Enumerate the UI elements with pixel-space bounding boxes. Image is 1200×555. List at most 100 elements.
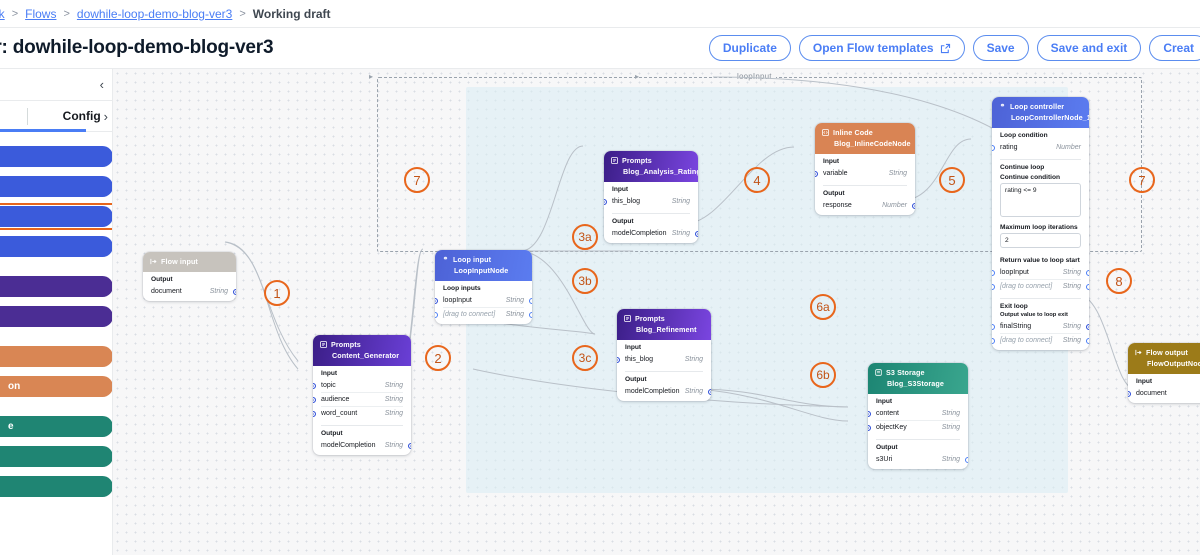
node-row[interactable]: audience String (313, 392, 403, 406)
output-port[interactable] (708, 388, 711, 395)
node-row[interactable]: modelCompletion String (625, 385, 711, 398)
breadcrumb-item-0[interactable]: ock (0, 6, 5, 21)
palette-item-teal-0[interactable]: e (0, 416, 112, 437)
node-row[interactable]: [drag to connect] String (992, 279, 1089, 293)
output-port[interactable] (965, 456, 968, 463)
breadcrumb-item-2[interactable]: dowhile-loop-demo-blog-ver3 (76, 6, 233, 21)
palette-item-blue-3[interactable] (0, 236, 112, 257)
row-name: this_blog (625, 356, 654, 363)
flow-canvas[interactable]: loopInput ▸ ▸ (113, 69, 1200, 555)
flow-output-icon (1135, 349, 1142, 356)
node-section-output: Output modelCompletion String (313, 426, 411, 455)
node-loop-input[interactable]: Loop input LoopInputNode Loop inputs loo… (435, 250, 532, 324)
max-iterations-input[interactable]: 2 (1000, 233, 1081, 248)
output-port[interactable] (1086, 283, 1089, 290)
input-port[interactable] (992, 283, 995, 290)
node-row[interactable]: document S (1128, 387, 1200, 400)
breadcrumb-item-1[interactable]: Flows (25, 6, 57, 21)
input-port[interactable] (868, 410, 871, 417)
input-port[interactable] (313, 410, 316, 417)
output-port[interactable] (1086, 269, 1089, 276)
divider (1000, 159, 1081, 160)
duplicate-button[interactable]: Duplicate (708, 35, 791, 61)
node-flow-input[interactable]: Flow input Output document String (143, 252, 236, 301)
input-port[interactable] (617, 356, 620, 363)
node-row[interactable]: document String (151, 285, 236, 298)
palette-item-blue-2-selected[interactable] (0, 206, 112, 227)
node-row[interactable]: s3Uri String (876, 453, 968, 466)
palette-item-orange-0[interactable] (0, 346, 112, 367)
node-row[interactable]: modelCompletion String (612, 227, 698, 240)
section-label: Input (876, 398, 893, 405)
node-row[interactable]: loopInput String (435, 294, 532, 307)
sidebar-tab-1[interactable]: Config (62, 109, 101, 123)
input-port[interactable] (435, 297, 438, 304)
palette-item-teal-2[interactable] (0, 476, 112, 497)
node-section-max-iterations: Maximum loop iterations 2 (992, 220, 1089, 251)
node-section-output: Output response Number (815, 186, 915, 215)
section-label: Input (1136, 378, 1153, 385)
node-row[interactable]: response Number (823, 199, 915, 212)
node-row[interactable]: finalString String (992, 320, 1089, 333)
node-row[interactable]: objectKey String (868, 420, 960, 434)
output-port[interactable] (912, 202, 915, 209)
node-flow-output[interactable]: Flow output FlowOutputNode Input documen… (1128, 343, 1200, 403)
node-row[interactable]: word_count String (313, 406, 403, 420)
input-port[interactable] (1128, 390, 1131, 397)
step-badge-3a: 3a (572, 224, 598, 250)
node-row[interactable]: this_blog String (604, 195, 690, 208)
input-port[interactable] (435, 311, 438, 318)
sidebar-header: fo ‹ (0, 69, 112, 101)
row-type: String (941, 456, 960, 463)
palette-item-orange-1[interactable]: on (0, 376, 112, 397)
output-port[interactable] (233, 288, 236, 295)
output-port[interactable] (1086, 337, 1089, 344)
save-button[interactable]: Save (972, 35, 1029, 61)
node-section-output: Output document String (143, 272, 236, 301)
chevron-left-icon[interactable]: ‹ (99, 77, 104, 92)
node-blog-refinement[interactable]: Prompts Blog_Refinement Input this_blog … (617, 309, 711, 401)
node-blog-analysis-rating[interactable]: Prompts Blog_Analysis_Rating Input this_… (604, 151, 698, 243)
input-port[interactable] (992, 323, 995, 330)
input-port[interactable] (313, 382, 316, 389)
save-and-exit-button[interactable]: Save and exit (1036, 35, 1142, 61)
node-row[interactable]: content String (868, 407, 960, 420)
divider (625, 371, 703, 372)
palette-item-blue-0[interactable] (0, 146, 112, 167)
output-port[interactable] (1086, 323, 1089, 330)
input-port[interactable] (604, 198, 607, 205)
palette-item-purple-0[interactable] (0, 276, 112, 297)
node-row[interactable]: modelCompletion String (321, 439, 411, 452)
chevron-right-icon[interactable]: › (103, 108, 108, 124)
input-port[interactable] (992, 337, 995, 344)
palette-item-blue-1[interactable] (0, 176, 112, 197)
continue-condition-input[interactable]: rating <= 9 (1000, 183, 1081, 217)
input-port[interactable] (313, 396, 316, 403)
open-flow-templates-button[interactable]: Open Flow templates (798, 35, 965, 61)
node-header: Flow output FlowOutputNode (1128, 343, 1200, 374)
output-port[interactable] (695, 230, 698, 237)
palette-item-teal-1[interactable] (0, 446, 112, 467)
node-row[interactable]: [drag to connect] String (992, 333, 1089, 347)
row-type: String (684, 356, 703, 363)
node-inline-code[interactable]: Inline Code Blog_InlineCodeNode Input va… (815, 123, 915, 215)
node-s3-storage[interactable]: S3 Storage Blog_S3Storage Input content … (868, 363, 968, 469)
output-port[interactable] (408, 442, 411, 449)
create-button[interactable]: Creat (1149, 35, 1200, 61)
input-port[interactable] (815, 170, 818, 177)
node-row[interactable]: this_blog String (617, 353, 703, 366)
input-port[interactable] (992, 269, 995, 276)
input-port[interactable] (868, 424, 871, 431)
output-port[interactable] (529, 297, 532, 304)
active-tab-underline (0, 129, 86, 132)
node-row[interactable]: rating Number (992, 141, 1081, 154)
node-row[interactable]: loopInput String (992, 266, 1089, 279)
node-content-generator[interactable]: Prompts Content_Generator Input topic St… (313, 335, 411, 455)
node-loop-controller[interactable]: Loop controller LoopControllerNode_1 Loo… (992, 97, 1089, 350)
output-port[interactable] (529, 311, 532, 318)
node-row[interactable]: variable String (815, 167, 907, 180)
palette-item-purple-1[interactable] (0, 306, 112, 327)
node-row[interactable]: topic String (313, 379, 403, 392)
input-port[interactable] (992, 144, 995, 151)
node-row[interactable]: [drag to connect] String (435, 307, 532, 321)
